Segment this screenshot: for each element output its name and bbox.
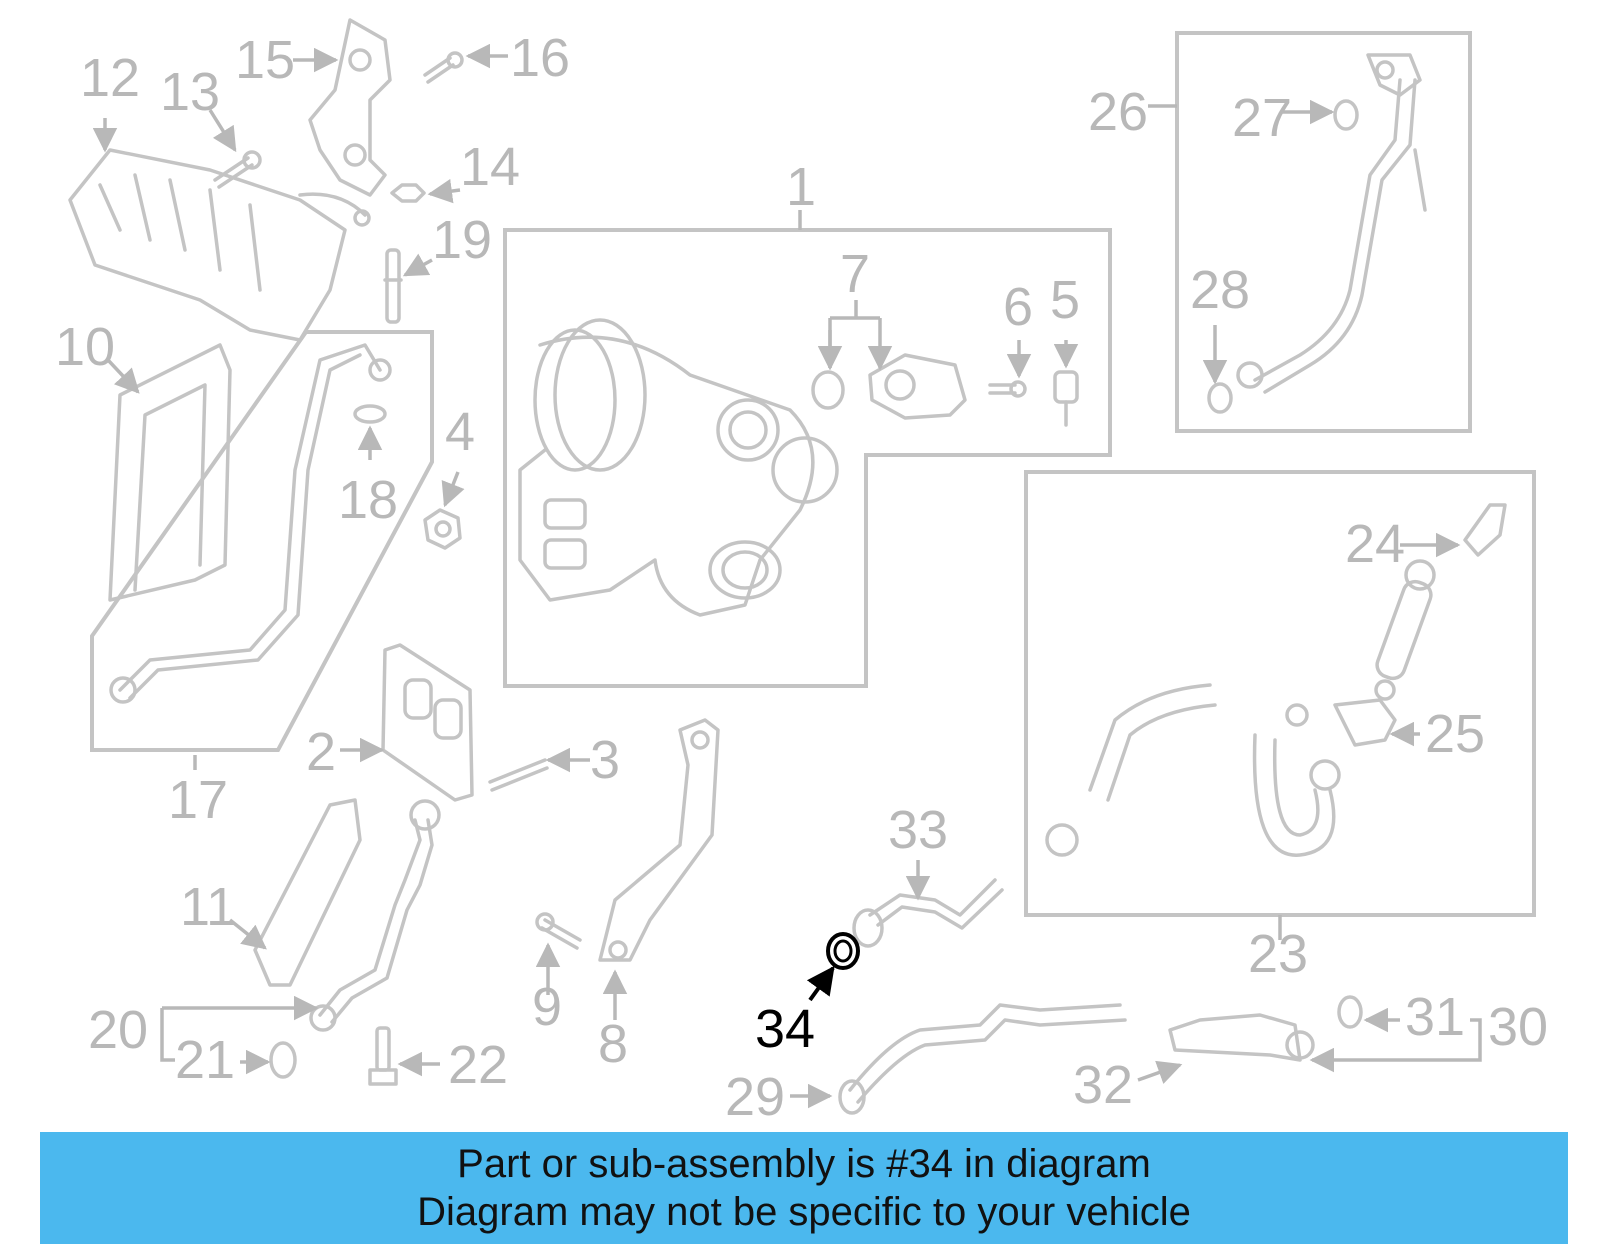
gasket-10-part [108,343,232,602]
callout-26: 26 [1088,82,1148,142]
turbo-assembly-box [503,228,1112,688]
hose-kit-23-part [1045,559,1436,857]
callout-12: 12 [80,48,140,108]
info-banner: Part or sub-assembly is #34 in diagram D… [40,1132,1568,1244]
callout-32: 32 [1073,1055,1133,1115]
valve-5-part [1053,370,1079,427]
nut-4-part [423,508,462,550]
callout-3: 3 [590,730,620,790]
callout-4: 4 [445,402,475,462]
oring-7-part [811,370,845,410]
callout-2: 2 [306,722,336,782]
stud-19-part [383,248,403,324]
bolt-22-part [368,1026,398,1086]
callout-34-highlighted: 34 [755,999,815,1059]
bracket-8-part [598,718,720,962]
banner-line-part: Part or sub-assembly is #34 in diagram [457,1142,1151,1186]
callout-20: 20 [88,1000,148,1060]
heat-shield-part [68,148,371,342]
washer-28-part [1207,382,1233,414]
callout-9: 9 [532,977,562,1037]
bolt-6-part [988,380,1027,398]
bolt-16-part [423,51,464,84]
callout-1: 1 [786,157,816,217]
bolt-9-part [535,912,582,950]
water-pipe-29-part [838,1003,1127,1115]
seal-34-part [826,932,860,970]
actuator-7-part [868,353,967,420]
callout-29: 29 [725,1067,785,1127]
callout-13: 13 [160,62,220,122]
callout-11: 11 [180,877,236,937]
callout-31: 31 [1405,987,1465,1047]
oil-return-20-part [309,799,441,1032]
callout-23: 23 [1248,924,1308,984]
bracket-15-part [308,18,392,197]
gasket-2-part [381,643,474,802]
callout-18: 18 [338,470,398,530]
callout-17: 17 [168,770,228,830]
oil-line-box [90,330,434,752]
turbocharger-1-part [518,318,839,617]
gasket-21-part [269,1041,297,1079]
callout-15: 15 [235,30,295,90]
callout-7: 7 [840,244,870,304]
coolant-pipe-33-part [852,878,1004,948]
parts-diagram: 1 2 3 4 5 6 7 8 9 10 11 12 13 14 15 16 1… [55,18,1548,1127]
callout-16: 16 [510,28,570,88]
coolant-pipe-box [1175,31,1472,433]
callout-22: 22 [448,1035,508,1095]
callout-21: 21 [175,1030,235,1090]
callout-28: 28 [1190,260,1250,320]
callout-30: 30 [1488,997,1548,1057]
bolt-13-part [213,150,262,189]
banner-line-disclaimer: Diagram may not be specific to your vehi… [417,1190,1191,1234]
callout-8: 8 [598,1014,628,1074]
washer-18-part [353,404,387,424]
coolant-pipe-26-part [1236,53,1427,394]
callout-24: 24 [1345,514,1405,574]
washer-31-part [1337,995,1363,1029]
oil-line-17-part [109,343,392,704]
stud-3-part [488,758,549,792]
callout-19: 19 [432,210,492,270]
callout-27: 27 [1232,88,1292,148]
callout-6: 6 [1003,277,1033,337]
callout-10: 10 [55,317,115,377]
callout-14: 14 [460,137,520,197]
connector-24-part [1463,503,1507,557]
callout-33: 33 [888,800,948,860]
washer-27-part [1333,99,1359,131]
connector-25-part [1333,679,1397,747]
bracket-11-part [253,798,362,987]
water-pipe-30-part [1168,1013,1315,1062]
gasket-14-part [390,183,426,203]
callout-25: 25 [1425,704,1485,764]
callout-5: 5 [1050,270,1080,330]
